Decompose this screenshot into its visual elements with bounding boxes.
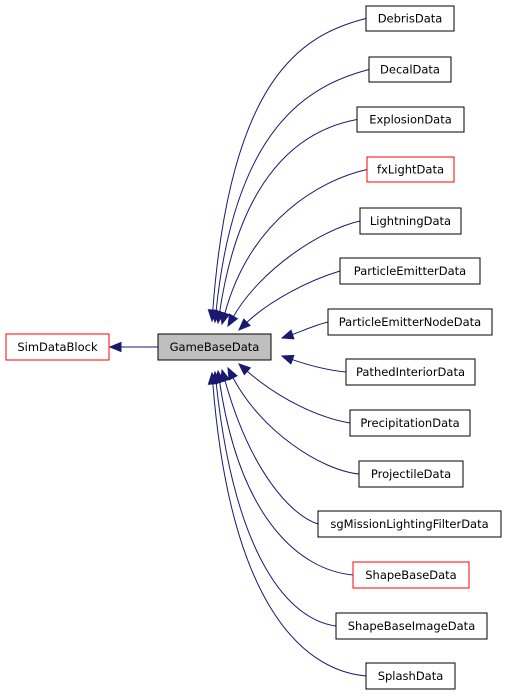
node-shapebasedata-label: ShapeBaseData: [365, 568, 456, 582]
edge-particleemitterdata-to-gamebasedata: [245, 270, 341, 324]
arrowhead-splashdata: [207, 371, 219, 385]
node-decaldata[interactable]: DecalData: [368, 56, 452, 83]
node-explosiondata-label: ExplosionData: [369, 113, 452, 127]
node-splashdata[interactable]: SplashData: [365, 662, 456, 690]
node-sgmissionlightingfilterdata[interactable]: sgMissionLightingFilterData: [317, 510, 502, 538]
node-fxlightdata-label: fxLightData: [377, 163, 444, 177]
node-debrisdata-label: DebrisData: [378, 12, 443, 26]
node-pathedinteriordata[interactable]: PathedInteriorData: [345, 358, 476, 386]
edge-explosiondata-to-gamebasedata: [218, 119, 358, 314]
edge-particleemitternodedata-to-gamebasedata: [291, 321, 329, 336]
node-shapebasedata[interactable]: ShapeBaseData: [352, 561, 470, 589]
arrowhead-fxlightdata: [219, 311, 231, 326]
node-gamebasedata[interactable]: GameBaseData: [157, 333, 272, 361]
node-shapebaseimagedata-label: ShapeBaseImageData: [348, 619, 476, 633]
arrowhead-precipitationdata: [238, 363, 252, 376]
node-sgmissionlightingfilterdata-label: sgMissionLightingFilterData: [330, 517, 488, 531]
node-pathedinteriordata-label: PathedInteriorData: [356, 365, 465, 379]
edge-sgmissionlightingfilterdata-to-gamebasedata: [224, 379, 319, 525]
arrowhead-projectiledata: [227, 366, 238, 381]
node-particleemitterdata[interactable]: ParticleEmitterData: [339, 257, 481, 285]
node-projectiledata-label: ProjectileData: [371, 467, 451, 481]
node-decaldata-label: DecalData: [380, 63, 440, 77]
node-simdatablock[interactable]: SimDataBlock: [5, 333, 110, 361]
node-lightningdata-label: LightningData: [370, 214, 451, 228]
node-fxlightdata[interactable]: fxLightData: [366, 156, 455, 183]
node-explosiondata[interactable]: ExplosionData: [356, 106, 465, 133]
node-particleemitterdata-label: ParticleEmitterData: [354, 264, 466, 278]
edge-projectiledata-to-gamebasedata: [232, 376, 360, 475]
edge-debrisdata-to-gamebasedata: [212, 18, 367, 312]
node-shapebaseimagedata[interactable]: ShapeBaseImageData: [335, 612, 488, 640]
edge-shapebasedata-to-gamebasedata: [218, 380, 354, 576]
arrowhead-simdatablock: [108, 341, 122, 353]
node-precipitationdata[interactable]: PrecipitationData: [349, 409, 471, 437]
edge-decaldata-to-gamebasedata: [215, 69, 370, 313]
edge-pathedinteriordata-to-gamebasedata: [291, 358, 347, 373]
node-gamebasedata-label: GameBaseData: [170, 340, 260, 354]
node-projectiledata[interactable]: ProjectileData: [358, 460, 464, 488]
edge-fxlightdata-to-gamebasedata: [224, 169, 368, 315]
arrowhead-particleemitternodedata: [280, 329, 295, 340]
node-simdatablock-label: SimDataBlock: [17, 340, 98, 354]
class-nodes: SimDataBlock GameBaseData DebrisData Dec…: [5, 5, 502, 690]
node-lightningdata[interactable]: LightningData: [359, 207, 462, 235]
edge-lightningdata-to-gamebasedata: [232, 220, 361, 318]
node-particleemitternodedata[interactable]: ParticleEmitterNodeData: [327, 308, 493, 336]
inheritance-edges: [108, 18, 370, 677]
edge-splashdata-to-gamebasedata: [212, 382, 367, 677]
arrowhead-lightningdata: [227, 313, 239, 328]
edge-precipitationdata-to-gamebasedata: [246, 370, 351, 424]
edge-shapebaseimagedata-to-gamebasedata: [215, 381, 337, 627]
node-precipitationdata-label: PrecipitationData: [360, 416, 459, 430]
arrowhead-particleemitterdata: [238, 318, 251, 331]
node-particleemitternodedata-label: ParticleEmitterNodeData: [339, 315, 481, 329]
node-debrisdata[interactable]: DebrisData: [365, 5, 455, 32]
node-splashdata-label: SplashData: [378, 669, 444, 683]
arrowhead-pathedinteriordata: [280, 354, 295, 365]
